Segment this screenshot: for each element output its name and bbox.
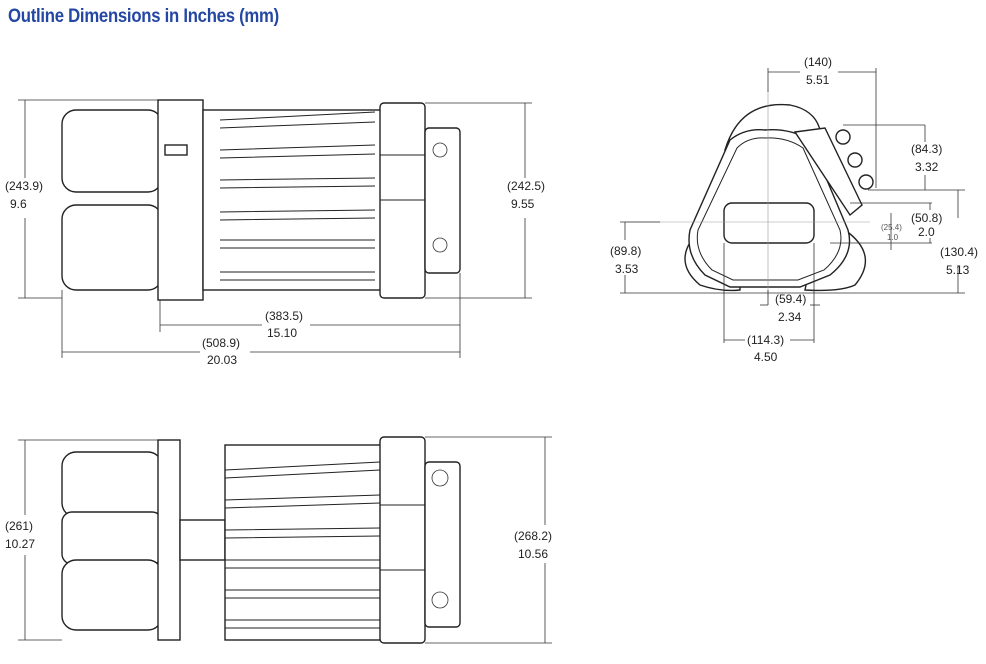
lens-half-mm: (25.4) (881, 223, 902, 232)
lens-height-in: 2.0 (918, 225, 935, 239)
end-view: (140) 5.51 (84.3) 3.32 (50.8) 2.0 (25.4)… (610, 55, 978, 364)
collar (157, 99, 204, 301)
latch (164, 144, 188, 156)
overall-length-mm: (508.9) (202, 336, 240, 350)
side-height-right-mm: (242.5) (507, 179, 545, 193)
finned-body (202, 109, 384, 291)
lens (723, 202, 815, 244)
top-height-left-in: 10.27 (5, 537, 35, 551)
finned-body (224, 444, 386, 641)
lens-height-mm: (50.8) (911, 211, 942, 225)
page-title: Outline Dimensions in Inches (mm) (8, 6, 279, 27)
cap-1 (61, 451, 163, 518)
cap-2 (61, 511, 163, 565)
upper-cap (61, 109, 163, 193)
top-height-right-mm: (268.2) (514, 529, 552, 543)
lower-cap (61, 204, 163, 291)
top-view: (261) 10.27 (268.2) 10.56 (5, 436, 552, 644)
connector-3 (858, 174, 874, 190)
cap-3 (61, 559, 163, 631)
overall-length-in: 20.03 (207, 353, 237, 367)
lens-width-in: 4.50 (754, 350, 778, 364)
connector-housing (424, 461, 461, 628)
connector-plate (793, 127, 863, 217)
half-width-mm: (59.4) (775, 292, 806, 306)
connector-height-in: 3.32 (915, 160, 939, 174)
body-length-mm: (383.5) (265, 309, 303, 323)
side-height-left-mm: (243.9) (5, 179, 43, 193)
overall-height-mm: (130.4) (940, 245, 978, 259)
connector-1 (835, 129, 851, 145)
half-width-in: 2.34 (778, 310, 802, 324)
lens-half-in: 1.0 (887, 233, 899, 242)
collar (157, 439, 181, 641)
side-height-left-in: 9.6 (10, 197, 27, 211)
top-height-left-mm: (261) (5, 519, 33, 533)
end-block (379, 436, 426, 644)
overall-height-in: 5.13 (946, 263, 970, 277)
neck (179, 519, 226, 561)
lower-height-in: 3.53 (615, 262, 639, 276)
top-height-right-in: 10.56 (518, 547, 548, 561)
side-view: (243.9) 9.6 (242.5) 9.55 (383.5) 15.10 (… (5, 99, 545, 367)
width-top-mm: (140) (804, 55, 832, 69)
side-height-right-in: 9.55 (511, 197, 535, 211)
connector-housing (424, 127, 461, 274)
body-length-in: 15.10 (267, 326, 297, 340)
connector-2 (847, 152, 863, 168)
width-top-in: 5.51 (806, 73, 830, 87)
connector-height-mm: (84.3) (911, 142, 942, 156)
lower-height-mm: (89.8) (610, 244, 641, 258)
lens-width-mm: (114.3) (747, 333, 784, 347)
